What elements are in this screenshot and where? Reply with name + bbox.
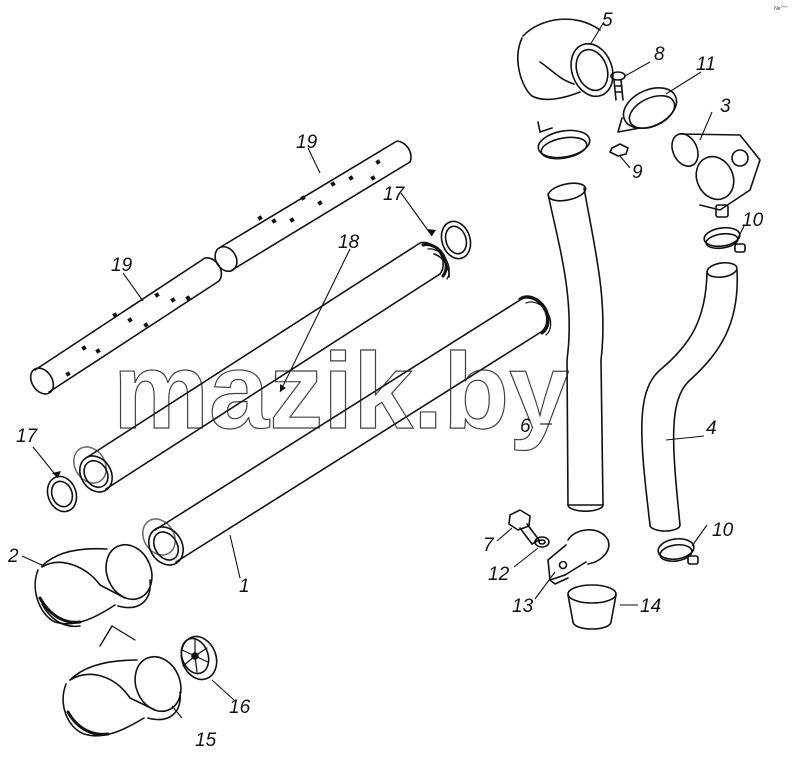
bolt-8	[611, 72, 625, 100]
pipe-1	[136, 297, 551, 572]
pipe-6	[547, 180, 603, 511]
callout-9: 9	[632, 162, 643, 183]
callout-10-upper: 10	[742, 210, 764, 231]
callout-19-upper: 19	[296, 132, 318, 153]
clamp-10-lower	[657, 537, 698, 564]
callout-11: 11	[696, 54, 716, 75]
callout-7: 7	[483, 535, 495, 556]
grate-16	[176, 632, 223, 685]
callout-15: 15	[195, 730, 217, 751]
callout-3: 3	[720, 96, 731, 117]
hose-4	[642, 261, 738, 531]
callout-18: 18	[338, 232, 360, 253]
pipe-18	[67, 243, 449, 499]
bolt-7	[509, 510, 539, 544]
callout-19-lower: 19	[111, 255, 133, 276]
callout-5: 5	[602, 10, 613, 31]
elbow-15	[63, 650, 189, 736]
elbow-2	[35, 538, 160, 627]
bracket-clamp-13	[548, 530, 609, 584]
corner-tag: №°°°	[774, 5, 788, 12]
callout-6: 6	[520, 416, 531, 437]
callout-1: 1	[239, 576, 250, 597]
elbow-5	[518, 19, 620, 102]
callout-13: 13	[512, 596, 534, 617]
clamp-11	[617, 80, 683, 136]
callout-14: 14	[640, 596, 661, 617]
callout-2: 2	[7, 546, 19, 567]
callout-12: 12	[488, 564, 510, 585]
callout-10-lower: 10	[712, 520, 734, 541]
perforated-tube-lower	[26, 258, 221, 398]
washer-12	[535, 537, 549, 547]
watermark: mazik.by	[113, 330, 569, 451]
t-fitting-3	[667, 130, 760, 217]
perforated-tube-upper	[211, 141, 411, 275]
nut-9	[610, 144, 628, 156]
callout-8: 8	[654, 44, 665, 65]
callout-16: 16	[229, 697, 251, 718]
callout-17-upper: 17	[383, 184, 406, 205]
seal-ring-17-upper	[437, 218, 475, 263]
seal-ring-17-lower	[43, 472, 82, 515]
callout-17-lower: 17	[16, 426, 39, 447]
callout-4: 4	[706, 418, 717, 439]
clamp-upper-left	[536, 122, 592, 162]
sleeve-14	[568, 585, 616, 629]
